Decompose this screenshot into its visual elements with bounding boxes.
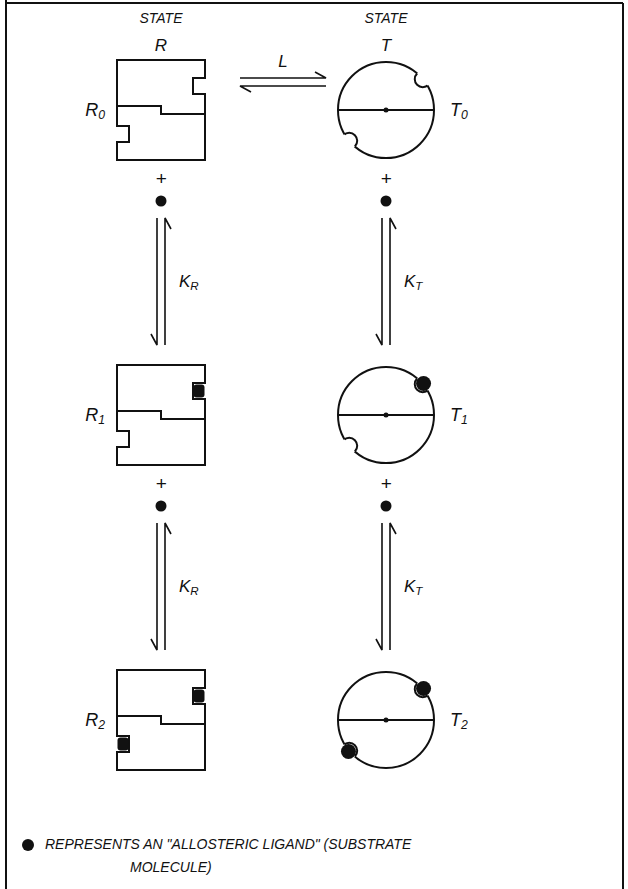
site-gap [415, 71, 431, 87]
r-state-square: R1 [117, 365, 205, 465]
harpoon-arrow [151, 218, 157, 345]
harpoon-arrow [151, 523, 157, 650]
plus-sign: + [380, 168, 391, 190]
site-gap [341, 133, 357, 149]
r-state-outline [117, 365, 205, 465]
frame-line [5, 0, 7, 889]
ligand-dot [381, 501, 392, 512]
legend-dot [22, 839, 34, 851]
t-state-outline [338, 62, 434, 158]
bound-ligand [194, 690, 205, 703]
t-state-circle: T0 [336, 60, 436, 160]
frame-line [622, 3, 624, 889]
plus-sign: + [155, 168, 166, 190]
equilibrium-arrows [376, 218, 396, 345]
equilibrium-arrows [240, 72, 326, 92]
rate-constant: KR [179, 272, 199, 292]
state-label: T1 [450, 405, 468, 426]
harpoon-arrow [376, 218, 382, 345]
site-gap [341, 743, 357, 759]
state-label: R0 [85, 100, 105, 121]
ligand-dot [381, 196, 392, 207]
state-label: T2 [450, 710, 468, 731]
subscript: T [415, 585, 422, 597]
equilibrium-arrows [151, 523, 171, 650]
r-state-square: R0 [117, 60, 205, 160]
subscript: 2 [461, 718, 468, 732]
plus-sign: + [380, 473, 391, 495]
bound-ligand [118, 738, 129, 751]
state-label: R1 [85, 405, 105, 426]
subscript: T [415, 280, 422, 292]
column-heading: STATE [139, 10, 182, 26]
bound-ligand [416, 376, 431, 391]
site-gap [415, 376, 431, 392]
state-letter: R [155, 36, 167, 56]
ligand-dot [156, 196, 167, 207]
t-state-outline [338, 672, 434, 768]
subscript: 1 [98, 413, 105, 427]
column-heading: STATE [364, 10, 407, 26]
shape-outline [117, 670, 205, 770]
r-state-square: R2 [117, 670, 205, 770]
t-state-circle: T2 [336, 670, 436, 770]
harpoon-arrow [376, 523, 382, 650]
binding-site [341, 743, 357, 759]
harpoon-arrow [240, 86, 326, 92]
subscript: 0 [461, 108, 468, 122]
equilibrium-arrows [151, 218, 171, 345]
rate-constant: L [278, 52, 287, 72]
bound-ligand [416, 681, 431, 696]
legend-entry: REPRESENTS AN "ALLOSTERIC LIGAND" (SUBST… [45, 833, 430, 879]
center-dot [384, 413, 389, 418]
r-state-outline [117, 60, 205, 160]
r-state-outline [117, 670, 205, 770]
subunit-divider [117, 106, 205, 114]
state-label: R2 [85, 710, 105, 731]
subunit-divider [117, 716, 205, 724]
center-dot [384, 108, 389, 113]
site-gap [415, 681, 431, 697]
subscript: 1 [461, 413, 468, 427]
ligand-dot [156, 501, 167, 512]
binding-site [415, 681, 431, 697]
equilibrium-arrows [376, 523, 396, 650]
state-label: T0 [450, 100, 468, 121]
shape-outline [336, 365, 436, 465]
rate-constant: KR [179, 577, 199, 597]
plus-sign: + [155, 473, 166, 495]
binding-site [415, 71, 431, 87]
bound-ligand [341, 744, 356, 759]
rate-constant: KT [404, 272, 422, 292]
harpoon-arrow [165, 218, 171, 345]
harpoon-arrow [240, 72, 326, 78]
site-gap [341, 438, 357, 454]
center-dot [384, 718, 389, 723]
bound-ligand [194, 385, 205, 398]
subscript: 2 [98, 718, 105, 732]
binding-site [341, 438, 357, 454]
frame-line [6, 2, 623, 4]
binding-site [415, 376, 431, 392]
binding-site [341, 133, 357, 149]
subunit-divider [117, 411, 205, 419]
harpoon-arrow [165, 523, 171, 650]
t-state-outline [338, 367, 434, 463]
subscript: 0 [98, 108, 105, 122]
shape-outline [336, 60, 436, 160]
rate-constant: KT [404, 577, 422, 597]
harpoon-arrow [390, 523, 396, 650]
shape-outline [117, 365, 205, 465]
state-letter: T [381, 36, 391, 56]
subscript: R [190, 585, 198, 597]
shape-outline [117, 60, 205, 160]
shape-outline [336, 670, 436, 770]
subscript: R [190, 280, 198, 292]
harpoon-arrow [390, 218, 396, 345]
t-state-circle: T1 [336, 365, 436, 465]
